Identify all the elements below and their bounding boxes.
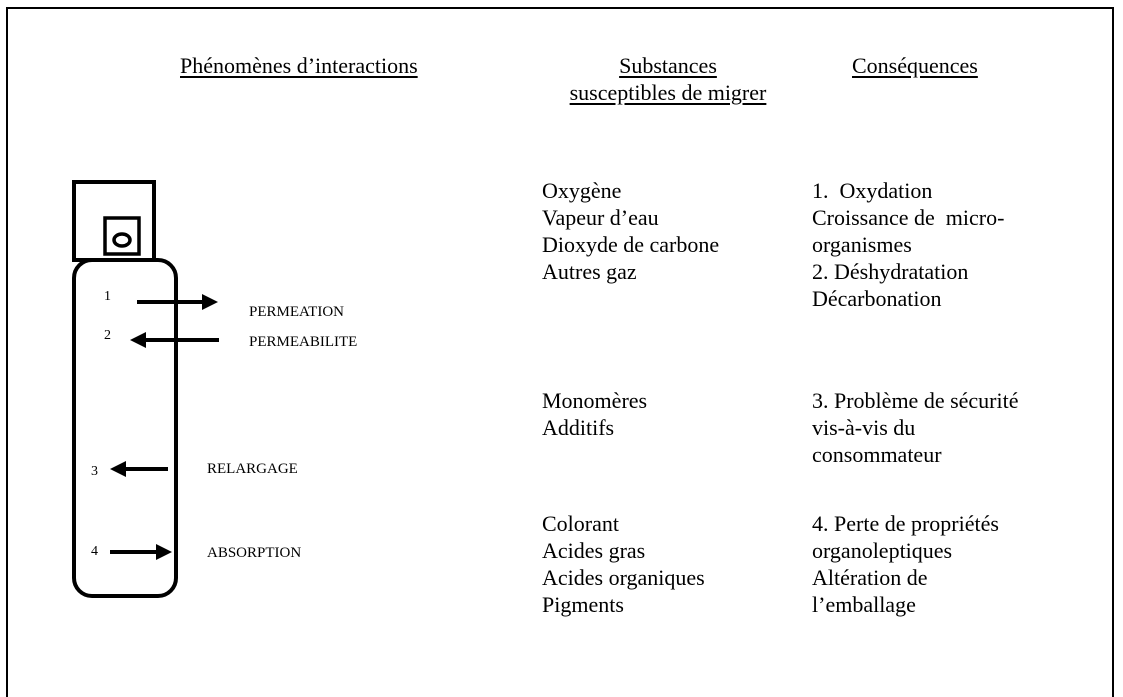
arrow-label-relargage: RELARGAGE	[207, 461, 298, 477]
substance-item: Autres gaz	[542, 259, 637, 284]
arrow-label-absorption: ABSORPTION	[207, 545, 302, 561]
header-substances: Substances susceptibles de migrer	[543, 52, 793, 106]
arrow-number-1: 1	[104, 289, 111, 304]
consequences-group-3: 4. Perte de propriétés organoleptiques A…	[812, 510, 999, 618]
consequence-item: 1. Oxydation	[812, 178, 933, 203]
substance-item: Monomères	[542, 388, 648, 413]
header-substances-line-1: Substances	[619, 53, 717, 78]
consequence-item: 3. Problème de sécurité	[812, 388, 1019, 413]
header-consequences: Conséquences	[852, 52, 978, 79]
substances-group-2: Monomères Additifs	[542, 387, 647, 441]
nozzle-opening-icon	[112, 232, 132, 248]
consequence-item: Croissance de micro-	[812, 205, 1005, 230]
container-cap	[72, 180, 156, 262]
substance-item: Vapeur d’eau	[542, 205, 659, 230]
arrow-number-2: 2	[104, 328, 111, 343]
arrow-relargage-head	[110, 461, 126, 477]
substance-item: Pigments	[542, 592, 624, 617]
consequences-group-1: 1. Oxydation Croissance de micro- organi…	[812, 177, 1004, 312]
consequence-item: vis-à-vis du	[812, 415, 916, 440]
header-interactions-text: Phénomènes d’interactions	[180, 53, 418, 78]
consequences-group-2: 3. Problème de sécurité vis-à-vis du con…	[812, 387, 1019, 468]
arrow-permeation-head	[202, 294, 218, 310]
consequence-item: l’emballage	[812, 592, 916, 617]
substance-item: Colorant	[542, 511, 619, 536]
substance-item: Acides gras	[542, 538, 646, 563]
packaging-container-diagram	[72, 180, 219, 598]
arrow-label-permeabilite: PERMEABILITE	[249, 334, 358, 350]
consequence-item: Altération de	[812, 565, 928, 590]
consequence-item: organoleptiques	[812, 538, 953, 563]
arrow-absorption-head	[156, 544, 172, 560]
container-body	[72, 258, 178, 598]
header-substances-line-2: susceptibles de migrer	[569, 80, 767, 105]
header-consequences-text: Conséquences	[852, 53, 978, 78]
substance-item: Oxygène	[542, 178, 622, 203]
consequence-item: consommateur	[812, 442, 942, 467]
consequence-item: Décarbonation	[812, 286, 942, 311]
arrow-label-permeation: PERMEATION	[249, 304, 345, 320]
arrow-number-3: 3	[91, 464, 98, 479]
consequence-item: 2. Déshydratation	[812, 259, 969, 284]
substance-item: Additifs	[542, 415, 615, 440]
consequence-item: organismes	[812, 232, 912, 257]
cap-nozzle	[103, 216, 141, 256]
substance-item: Acides organiques	[542, 565, 705, 590]
figure-frame	[6, 7, 1114, 697]
header-interactions: Phénomènes d’interactions	[180, 52, 418, 79]
substance-item: Dioxyde de carbone	[542, 232, 720, 257]
consequence-item: 4. Perte de propriétés	[812, 511, 999, 536]
substances-group-3: Colorant Acides gras Acides organiques P…	[542, 510, 705, 618]
arrow-number-4: 4	[91, 544, 98, 559]
arrow-permeabilite-head	[130, 332, 146, 348]
substances-group-1: Oxygène Vapeur d’eau Dioxyde de carbone …	[542, 177, 719, 285]
